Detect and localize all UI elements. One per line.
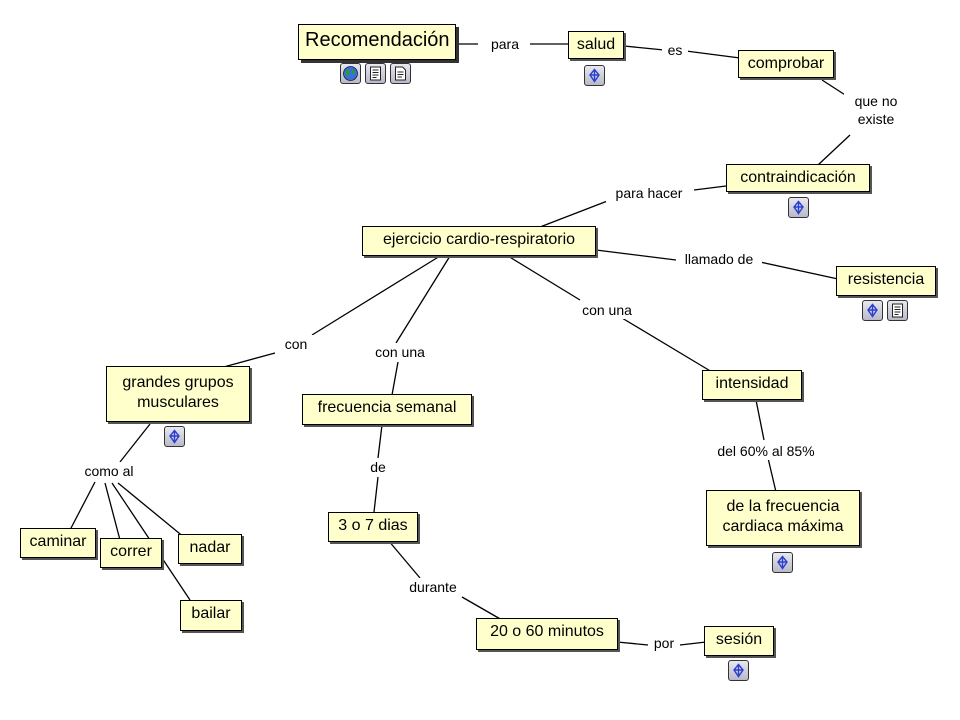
concept-minutos[interactable]: 20 o 60 minutos — [476, 618, 618, 650]
concept-recomendacion[interactable]: Recomendación — [298, 24, 456, 60]
concept-salud[interactable]: salud — [568, 31, 624, 59]
line-comoal-correr — [104, 482, 121, 541]
concept-ejercicio[interactable]: ejercicio cardio-respiratorio — [362, 226, 596, 256]
link-con-una-1: con una — [368, 343, 432, 361]
concept-map-icon[interactable] — [788, 197, 809, 218]
concept-frecuencia-cardiaca[interactable]: de la frecuencia cardiaca máxima — [706, 490, 860, 546]
concept-map-icon[interactable] — [862, 300, 883, 321]
line-salud-comprobar — [623, 45, 741, 59]
document-icon[interactable] — [390, 63, 411, 84]
concept-map-icon[interactable] — [164, 426, 185, 447]
line-intensidad-porcentaje — [755, 399, 777, 493]
concept-nadar[interactable]: nadar — [178, 534, 242, 564]
link-con: con — [278, 335, 314, 353]
concept-map-icon[interactable] — [584, 65, 605, 86]
globe-icon[interactable] — [340, 63, 361, 84]
line-comoal-nadar — [117, 482, 186, 539]
concept-bailar[interactable]: bailar — [180, 600, 242, 631]
line-dias-minutos — [387, 539, 503, 621]
line-frecuencia-dias — [373, 424, 383, 513]
concept-contraindicacion[interactable]: contraindicación — [726, 164, 870, 192]
concept-map-icon[interactable] — [772, 552, 793, 573]
concept-resistencia[interactable]: resistencia — [836, 266, 936, 296]
link-para-hacer: para hacer — [606, 184, 692, 202]
concept-frecuencia-semanal[interactable]: frecuencia semanal — [302, 394, 472, 425]
line-comoal-caminar — [69, 481, 96, 531]
link-durante: durante — [402, 578, 464, 596]
link-que-no-existe: que no existe — [844, 92, 908, 128]
concept-caminar[interactable]: caminar — [20, 528, 96, 558]
concept-dias[interactable]: 3 o 7 dias — [328, 512, 418, 542]
concept-correr[interactable]: correr — [100, 538, 162, 568]
line-ejercicio-frecuencia — [391, 255, 451, 396]
link-como-al: como al — [76, 462, 142, 480]
line-grandes-comoal — [119, 423, 151, 463]
link-de: de — [366, 458, 390, 476]
concept-map-icon[interactable] — [728, 660, 749, 681]
link-para: para — [482, 35, 528, 53]
line-minutos-sesion — [616, 641, 707, 646]
line-contraindicacion-ejercicio — [539, 185, 727, 228]
document-icon[interactable] — [887, 300, 908, 321]
concept-comprobar[interactable]: comprobar — [738, 50, 834, 78]
line-ejercicio-grandes — [219, 255, 441, 369]
document-icon[interactable] — [365, 63, 386, 84]
concept-intensidad[interactable]: intensidad — [702, 370, 802, 400]
concept-sesion[interactable]: sesión — [704, 626, 774, 656]
link-con-una-2: con una — [574, 301, 640, 319]
link-por: por — [648, 634, 680, 652]
link-porcentaje: del 60% al 85% — [706, 442, 826, 460]
line-ejercicio-resistencia — [595, 249, 839, 280]
link-llamado-de: llamado de — [676, 250, 762, 268]
link-es: es — [662, 41, 688, 59]
line-ejercicio-intensidad — [507, 255, 713, 373]
concept-grandes-grupos[interactable]: grandes grupos musculares — [106, 366, 250, 422]
